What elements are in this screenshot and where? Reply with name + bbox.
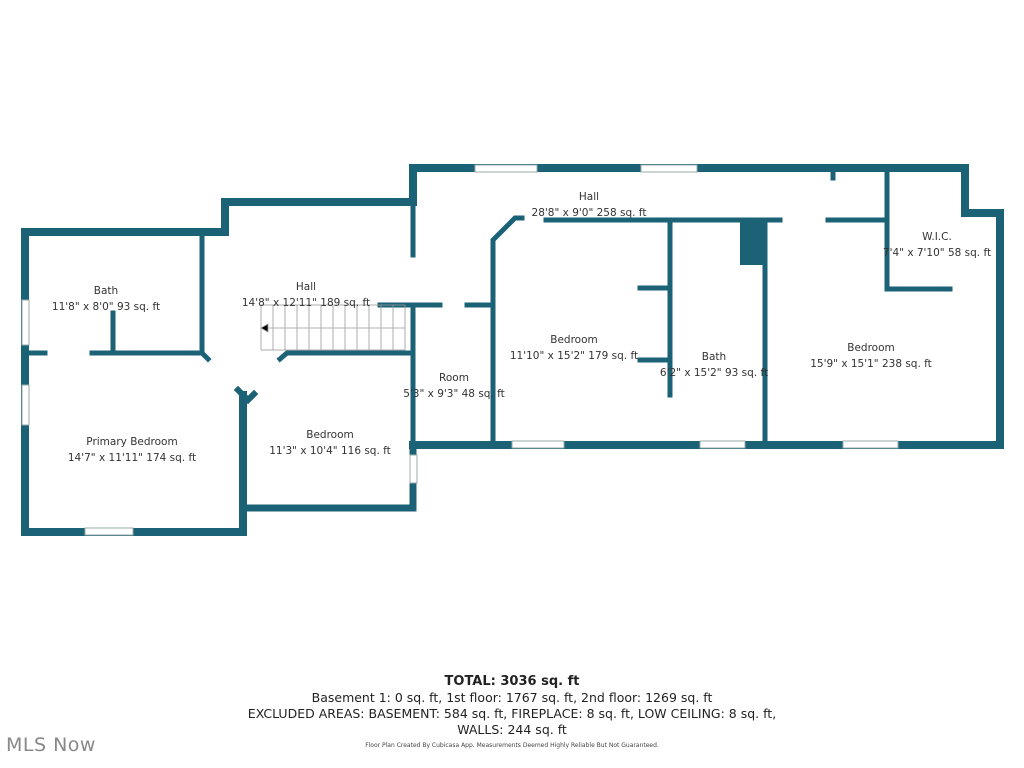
room-label-room: Room 5'3" x 9'3" 48 sq. ft bbox=[403, 370, 505, 402]
room-label-hall-2: Hall 28'8" x 9'0" 258 sq. ft bbox=[532, 189, 647, 221]
room-dims: 11'3" x 10'4" 116 sq. ft bbox=[269, 445, 391, 457]
excluded-areas: EXCLUDED AREAS: BASEMENT: 584 sq. ft, FI… bbox=[247, 706, 777, 721]
room-label-bath-2: Bath 6'2" x 15'2" 93 sq. ft bbox=[660, 349, 768, 381]
staircase bbox=[260, 304, 406, 351]
walls-area: WALLS: 244 sq. ft bbox=[457, 722, 567, 737]
room-name: W.I.C. bbox=[922, 231, 952, 243]
room-dims: 11'10" x 15'2" 179 sq. ft bbox=[509, 350, 639, 362]
room-label-hall-1: Hall 14'8" x 12'11" 189 sq. ft bbox=[242, 279, 370, 311]
room-label-bath-1: Bath 11'8" x 8'0" 93 sq. ft bbox=[52, 283, 160, 315]
room-label-bedroom-2: Bedroom 15'9" x 15'1" 238 sq. ft bbox=[810, 340, 932, 372]
mls-now-logo: MLS Now bbox=[6, 734, 96, 756]
room-name: Bath bbox=[93, 285, 119, 297]
room-dims: 5'3" x 9'3" 48 sq. ft bbox=[403, 388, 505, 400]
room-name: Bath bbox=[701, 351, 727, 363]
room-name: Room bbox=[439, 372, 469, 384]
room-dims: 6'2" x 15'2" 93 sq. ft bbox=[659, 367, 769, 379]
room-label-bedroom-1: Bedroom 11'10" x 15'2" 179 sq. ft bbox=[510, 332, 638, 364]
room-dims: 11'8" x 8'0" 93 sq. ft bbox=[51, 301, 161, 313]
floor-areas: Basement 1: 0 sq. ft, 1st floor: 1767 sq… bbox=[311, 690, 713, 705]
room-label-bedroom-3: Bedroom 11'3" x 10'4" 116 sq. ft bbox=[269, 427, 391, 459]
room-name: Hall bbox=[578, 191, 600, 203]
room-name: Bedroom bbox=[550, 334, 598, 346]
windows bbox=[21, 164, 899, 536]
area-summary: TOTAL: 3036 sq. ft Basement 1: 0 sq. ft,… bbox=[0, 674, 1024, 738]
room-name: Bedroom bbox=[847, 342, 895, 354]
room-name: Primary Bedroom bbox=[86, 436, 178, 448]
room-dims: 14'8" x 12'11" 189 sq. ft bbox=[241, 297, 371, 309]
total-area: TOTAL: 3036 sq. ft bbox=[444, 674, 580, 689]
room-dims: 7'4" x 7'10" 58 sq. ft bbox=[882, 247, 992, 259]
chimney bbox=[740, 222, 765, 265]
room-name: Hall bbox=[295, 281, 317, 293]
room-label-primary-bedroom: Primary Bedroom 14'7" x 11'11" 174 sq. ft bbox=[68, 434, 196, 466]
room-dims: 28'8" x 9'0" 258 sq. ft bbox=[531, 207, 647, 219]
room-dims: 14'7" x 11'11" 174 sq. ft bbox=[67, 452, 197, 464]
room-label-wic: W.I.C. 7'4" x 7'10" 58 sq. ft bbox=[883, 229, 991, 261]
credit-note: Floor Plan Created By Cubicasa App. Meas… bbox=[365, 742, 659, 749]
room-dims: 15'9" x 15'1" 238 sq. ft bbox=[810, 358, 932, 370]
room-name: Bedroom bbox=[306, 429, 354, 441]
